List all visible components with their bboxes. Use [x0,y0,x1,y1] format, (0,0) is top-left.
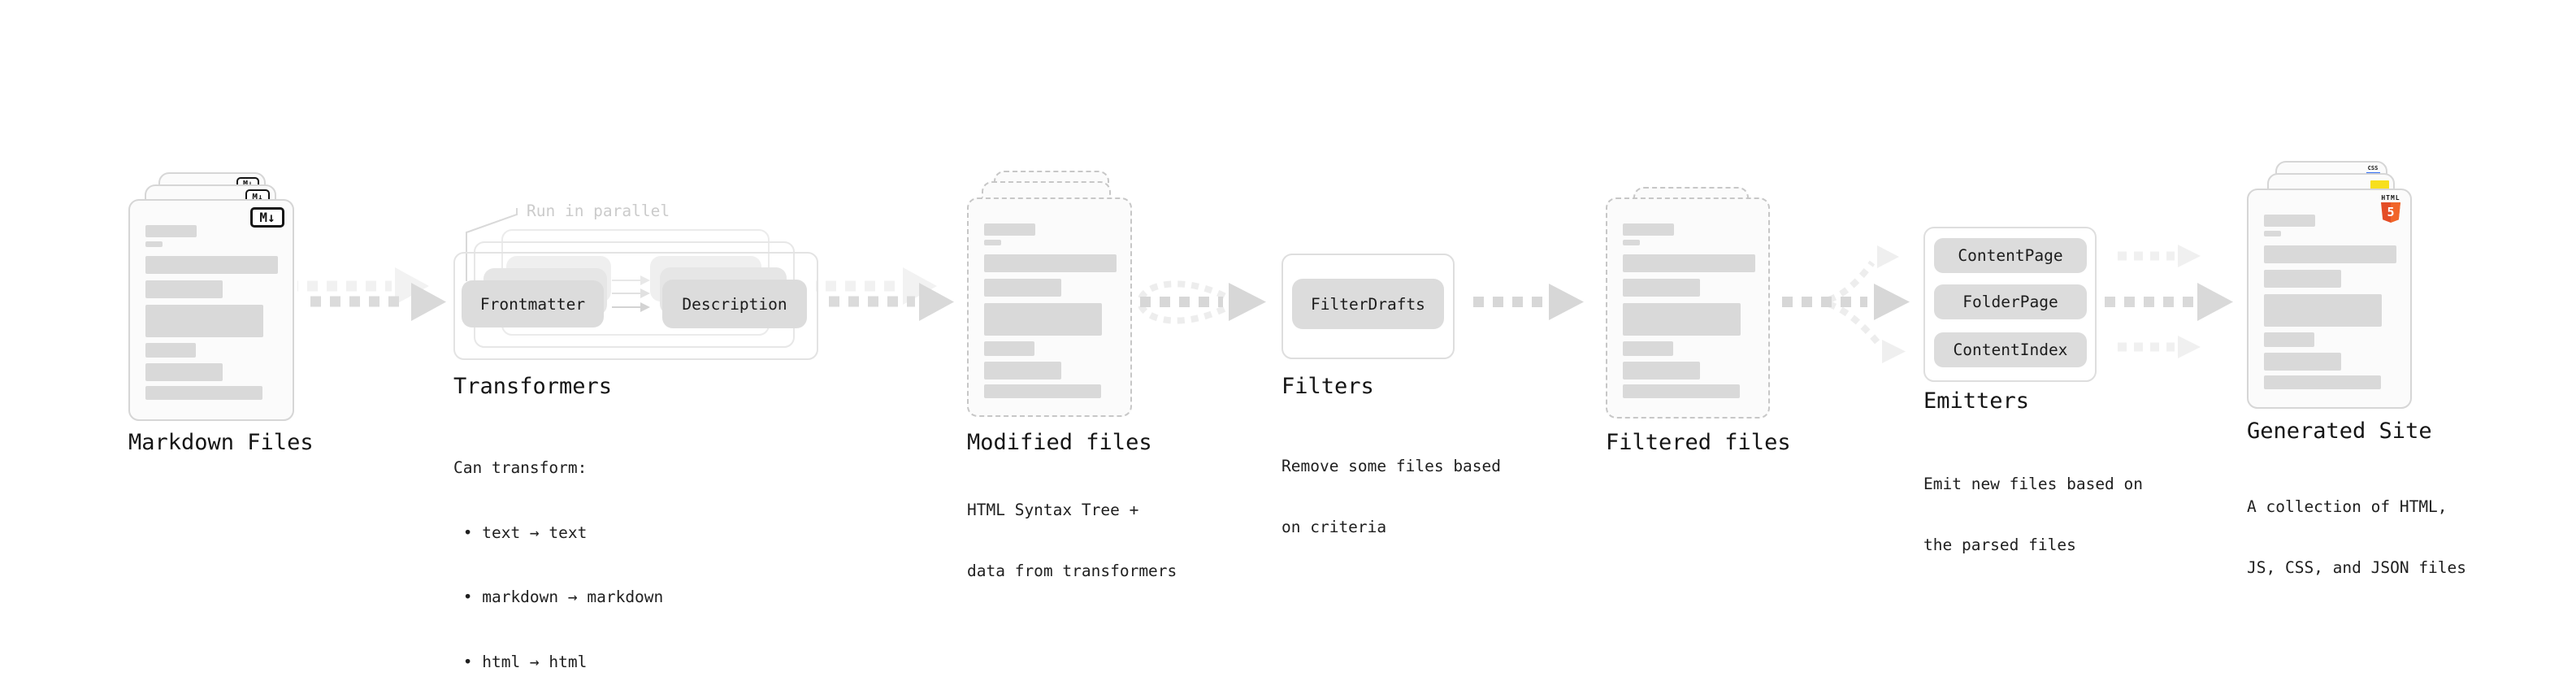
text-line-bar [2264,231,2281,236]
text-line-bar [1623,240,1640,245]
arrow-filtered-to-emitters [1782,245,1910,363]
description-line: • markdown → markdown [453,588,664,606]
file-content-bars [2249,190,2410,407]
text-line-bar [145,256,278,274]
folderpage-pill: FolderPage [1934,284,2087,319]
html5-icon: HTML 5 [2380,194,2401,223]
text-line-bar [145,225,197,237]
description-line: on criteria [1281,518,1387,536]
modified-files-label: Modified files [967,430,1152,455]
html5-icon-number: 5 [2387,205,2395,219]
arrow-modified-to-filters [1138,280,1266,324]
description-line: the parsed files [1923,536,2076,554]
markdown-file-card-front: M↓ [128,199,294,421]
arrow-transformers-to-modified [816,267,954,321]
generated-file-card-front: HTML 5 [2247,189,2412,409]
js-icon [2370,180,2389,190]
text-line-bar [984,279,1061,297]
filtered-file-card-front [1606,197,1770,419]
description-line: HTML Syntax Tree + [967,501,1139,519]
text-line-bar [145,363,223,381]
text-line-bar [984,341,1034,356]
description-line: A collection of HTML, [2247,497,2448,516]
filters-title: Filters [1281,374,1374,399]
text-line-bar [2264,270,2341,288]
description-line: Can transform: [453,458,588,477]
arrow-filters-to-filtered [1473,284,1584,320]
text-line-bar [1623,254,1755,272]
text-line-bar [2264,353,2341,371]
text-line-bar [984,362,1061,380]
arrow-emitters-to-generated [2105,245,2233,358]
text-line-bar [2264,215,2315,227]
text-line-bar [145,241,163,247]
text-line-bar [1623,341,1673,356]
file-content-bars [130,201,293,419]
transformers-description: Can transform: • text → text • markdown … [453,414,663,681]
description-line: Remove some files based [1281,457,1502,475]
contentindex-pill: ContentIndex [1934,332,2087,367]
text-line-bar [2264,294,2382,327]
emitters-title: Emitters [1923,388,2030,414]
html5-icon-shield: 5 [2381,202,2400,223]
text-line-bar [2264,332,2314,347]
description-line: • html → html [453,652,588,671]
filterdrafts-pill: FilterDrafts [1292,279,1444,329]
text-line-bar [984,254,1117,272]
arrow-markdown-to-transformers [297,267,446,321]
description-line: Emit new files based on [1923,475,2144,493]
filters-description: Remove some files based on criteria [1281,415,1501,578]
filters-box [1281,254,1455,359]
text-line-bar [145,305,263,337]
file-content-bars [1607,199,1768,417]
filtered-files-label: Filtered files [1606,430,1791,455]
text-line-bar [145,343,196,358]
run-in-parallel-connector [466,208,518,281]
text-line-bar [1623,384,1740,398]
generated-site-label: Generated Site [2247,419,2432,444]
generated-site-description: A collection of HTML, JS, CSS, and JSON … [2247,456,2466,618]
frontmatter-pill: Frontmatter [462,280,604,327]
description-pill: Description [662,280,807,328]
css-icon-word: CSS [2367,165,2379,171]
html5-icon-shield-half [2391,202,2400,223]
transformer-box-front [453,252,818,360]
emitters-box [1923,227,2097,382]
description-line: • text → text [453,523,588,542]
modified-files-description: HTML Syntax Tree + data from transformer… [967,459,1177,622]
transformers-title: Transformers [453,374,613,399]
text-line-bar [1623,303,1741,336]
contentpage-pill: ContentPage [1934,238,2087,273]
text-line-bar [2264,245,2396,263]
description-line: data from transformers [967,562,1177,580]
html5-icon-word: HTML [2381,194,2400,202]
pill-flow-arrows [612,275,650,312]
text-line-bar [145,386,262,400]
text-line-bar [145,280,223,298]
text-line-bar [984,240,1001,245]
markdown-files-label: Markdown Files [128,430,314,455]
emitters-description: Emit new files based on the parsed files [1923,433,2143,596]
text-line-bar [1623,223,1674,236]
text-line-bar [2264,375,2381,389]
text-line-bar [1623,362,1700,380]
description-line: JS, CSS, and JSON files [2247,558,2467,577]
modified-file-card-front [967,197,1132,417]
run-in-parallel-label: Run in parallel [527,202,670,220]
text-line-bar [1623,279,1700,297]
text-line-bar [984,384,1101,398]
text-line-bar [984,223,1035,236]
markdown-icon: M↓ [250,207,284,228]
file-content-bars [969,199,1130,415]
text-line-bar [984,303,1102,336]
